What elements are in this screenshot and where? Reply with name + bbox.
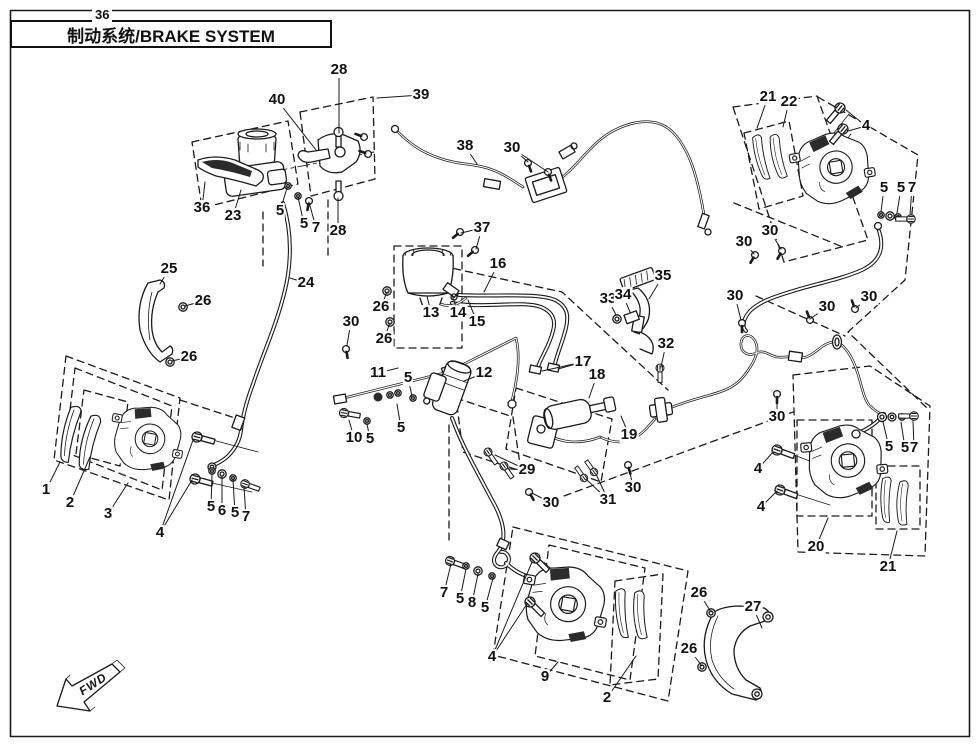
rear-master-cylinder-assembly bbox=[523, 362, 617, 503]
caliper-bracket bbox=[697, 605, 774, 701]
front-left-caliper-assembly bbox=[55, 279, 262, 494]
front-right-caliper-assembly bbox=[750, 100, 916, 231]
front-master-cylinder-assembly bbox=[197, 128, 375, 212]
page-border bbox=[9, 9, 971, 738]
junction-valve-assembly bbox=[332, 360, 517, 481]
rear-right-caliper-assembly bbox=[769, 411, 919, 526]
throttle-housing-assembly bbox=[297, 126, 374, 202]
brake-switch-cable bbox=[390, 120, 712, 236]
rear-caliper-assembly bbox=[443, 550, 648, 650]
title-block: 36 制动系统/BRAKE SYSTEM bbox=[10, 7, 332, 48]
brake-pedal-assembly bbox=[612, 267, 674, 423]
fluid-reservoir-assembly bbox=[340, 225, 482, 360]
line-fittings bbox=[207, 157, 861, 551]
section-number: 36 bbox=[92, 7, 113, 22]
fwd-arrow bbox=[56, 659, 126, 712]
brake-shield bbox=[138, 279, 174, 363]
page-title: 制动系统/BRAKE SYSTEM bbox=[67, 26, 275, 46]
